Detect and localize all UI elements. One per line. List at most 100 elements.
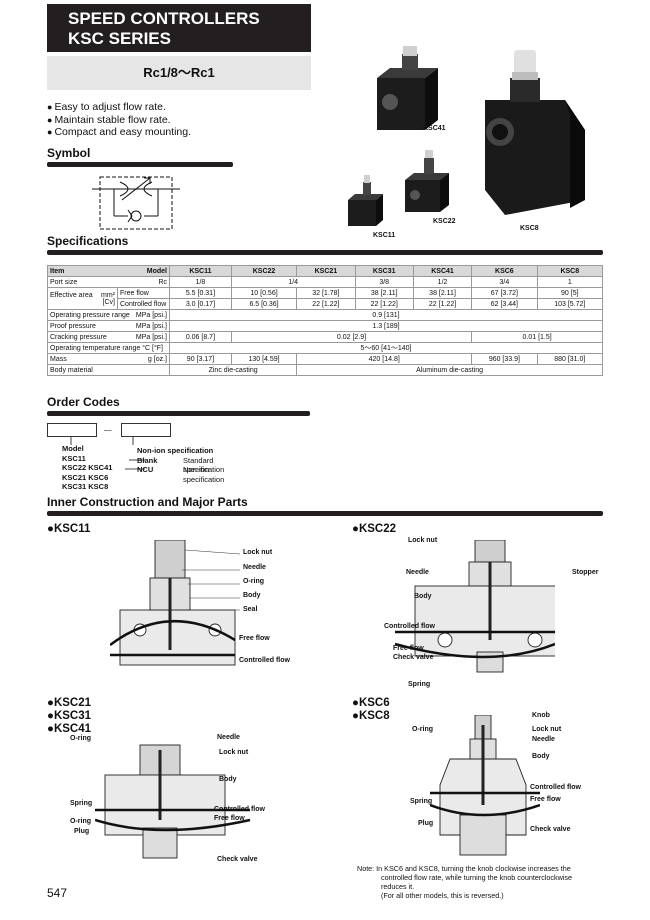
section-bar (47, 411, 310, 416)
label-ksc22: KSC22 (433, 218, 456, 225)
ksc11-cross-section (110, 540, 241, 666)
callout-o-ring: O-ring (70, 735, 91, 742)
callout-o-ring: O-ring (412, 726, 433, 733)
ksc11-photo (348, 175, 383, 226)
label-ksc41: KSC41 (423, 125, 446, 132)
callout-controlled-flow: Controlled flow (239, 657, 290, 664)
callout-body: Body (243, 592, 261, 599)
callout-needle: Needle (243, 564, 266, 571)
table-cell: Zinc die-casting (168, 364, 298, 376)
table-cell: 130 [4.59] (230, 353, 298, 365)
code-dash: — (104, 425, 112, 434)
callout-free-flow: Free flow (214, 815, 245, 822)
diagram-title-ksc6: ●KSC6 ●KSC8 (352, 697, 390, 722)
table-cell: KSC21 (296, 265, 356, 277)
table-cell: 1/4 (230, 276, 356, 288)
callout-check-valve: Check valve (530, 826, 571, 833)
callout-spring: Spring (70, 800, 93, 807)
order-model-list: Model KSC11 KSC22 KSC41 KSC21 KSC6 KSC31… (62, 444, 113, 491)
callout-body: Body (532, 753, 550, 760)
table-cell: Effective area mm²[Cv] (47, 287, 118, 310)
table-cell: 5.5 [0.31] (169, 287, 232, 299)
callout-check-valve: Check valve (393, 654, 434, 661)
table-cell: 0.06 [8.7] (169, 331, 232, 343)
callout-free-flow: Free flow (530, 796, 561, 803)
table-cell: 67 [3.72] (471, 287, 538, 299)
callout-controlled-flow: Controlled flow (214, 806, 265, 813)
table-cell: Operating temperature range °C [°F] (47, 342, 170, 354)
ksc6-cross-section (430, 715, 540, 856)
table-cell: 5～60 [41～140] (169, 342, 603, 354)
section-title-specifications: Specifications (47, 234, 129, 248)
table-row: Controlled flow 3.0 [0.17] 6.5 [0.36] 22… (48, 298, 604, 310)
callout-free-flow: Free flow (239, 635, 270, 642)
callout-plug: Plug (418, 820, 434, 827)
table-row: Operating pressure range MPa [psi.] 0.9 … (47, 309, 603, 321)
ksc21-cross-section (95, 744, 251, 859)
table-cell: 32 [1.78] (296, 287, 356, 299)
table-cell: 3.0 [0.17] (169, 298, 232, 310)
callout-seal: Seal (243, 606, 258, 613)
table-cell: 90 [5] (536, 287, 604, 299)
page-title-line1: SPEED CONTROLLERS (68, 9, 260, 28)
model-code-box (47, 423, 97, 437)
callout-needle: Needle (532, 736, 555, 743)
feature-item: Easy to adjust flow rate. (47, 101, 191, 114)
port-range-subtitle: Rc1/8～Rc1 (47, 56, 311, 90)
diagram-title-ksc22: ●KSC22 (352, 523, 397, 535)
section-bar (47, 511, 603, 516)
diagram-title-ksc21: ●KSC21 ●KSC31 ●KSC41 (47, 697, 92, 735)
table-cell: KSC31 (354, 265, 414, 277)
table-cell: Aluminum die-casting (296, 364, 603, 376)
table-cell: 1/8 (169, 276, 232, 288)
table-cell: 3/8 (354, 276, 414, 288)
table-cell: 1.3 [189] (169, 320, 603, 332)
callout-controlled-flow: Controlled flow (384, 623, 435, 630)
table-cell: 103 [5.72] (536, 298, 604, 310)
ksc8-photo (485, 50, 585, 215)
feature-list: Easy to adjust flow rate. Maintain stabl… (47, 101, 191, 139)
product-photos (348, 46, 585, 226)
section-bar (47, 250, 603, 255)
table-cell: 22 [1.22] (412, 298, 473, 310)
table-cell: 0.9 [131] (169, 309, 603, 321)
section-title-order-codes: Order Codes (47, 395, 120, 409)
table-cell: Free flow (117, 287, 170, 299)
callout-lock-nut: Lock nut (243, 549, 273, 556)
ksc41-photo (377, 46, 438, 130)
callout-body: Body (219, 776, 237, 783)
page-number: 547 (47, 886, 68, 900)
label-ksc8: KSC8 (520, 225, 539, 232)
table-cell: KSC8 (536, 265, 604, 277)
table-cell: 90 [3.17] (169, 353, 232, 365)
table-cell: 62 [3.44] (471, 298, 538, 310)
feature-item: Maintain stable flow rate. (47, 114, 191, 127)
callout-controlled-flow: Controlled flow (530, 784, 581, 791)
spec-code-box (121, 423, 171, 437)
callout-needle: Needle (217, 734, 240, 741)
table-cell: KSC11 (169, 265, 232, 277)
callout-plug: Plug (74, 828, 90, 835)
callout-lock-nut: Lock nut (408, 537, 438, 544)
table-row: Effective area mm²[Cv] Free flow 5.5 [0.… (47, 287, 604, 310)
table-cell: 1/2 (412, 276, 473, 288)
table-cell: KSC41 (412, 265, 473, 277)
order-code-leaders (70, 437, 145, 470)
flow-control-symbol (92, 176, 180, 230)
table-cell: Controlled flow (117, 298, 170, 310)
table-row: Operating temperature range °C [°F] 5～60… (47, 342, 603, 354)
table-cell: 6.5 [0.36] (230, 298, 298, 310)
table-cell: 22 [1.22] (296, 298, 356, 310)
ksc22-photo (405, 150, 449, 212)
table-cell: KSC22 (230, 265, 298, 277)
section-title-symbol: Symbol (47, 146, 91, 160)
ksc22-cross-section (395, 540, 555, 673)
